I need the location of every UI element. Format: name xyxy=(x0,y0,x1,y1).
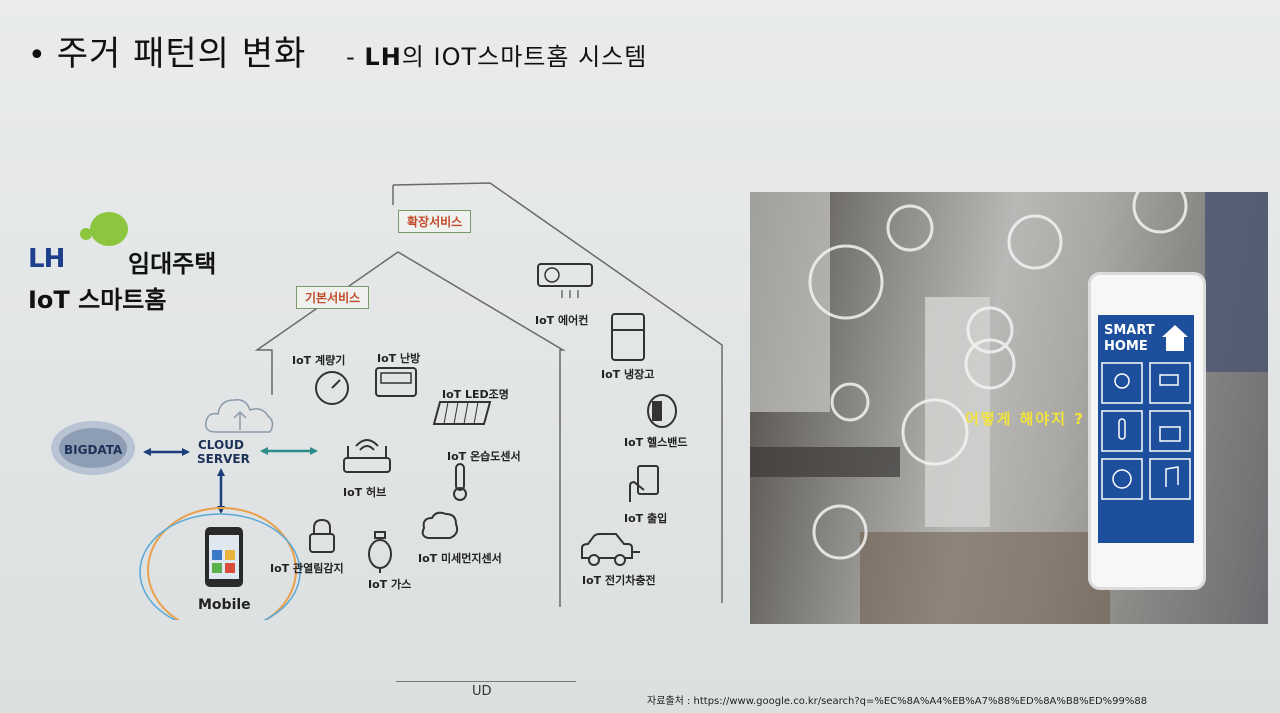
mobile-label: Mobile xyxy=(198,597,251,613)
healthband-icon xyxy=(644,392,680,430)
title-lh: LH xyxy=(364,43,401,71)
label-ev: IoT 전기차충전 xyxy=(582,572,656,588)
gas-valve-icon xyxy=(366,530,394,574)
home-icon xyxy=(1160,323,1190,353)
footer-divider xyxy=(396,681,576,682)
led-panel-icon xyxy=(432,400,492,426)
title-dash: - xyxy=(346,43,356,71)
cloud-label-1: CLOUD xyxy=(198,438,244,452)
slide-title: • 주거 패턴의 변화 - LH의 IOT스마트홈 시스템 xyxy=(28,26,647,75)
label-gas: IoT 가스 xyxy=(368,576,411,592)
entry-card-icon xyxy=(624,464,664,504)
smartphone-icon xyxy=(204,526,244,588)
footer-source: 자료출처 : https://www.google.co.kr/search?q… xyxy=(647,692,1147,707)
smart-line2: HOME xyxy=(1104,339,1148,354)
router-icon xyxy=(340,432,394,480)
footer-ud-label: UD xyxy=(472,684,492,699)
title-main: 주거 패턴의 변화 xyxy=(57,34,307,74)
label-aircon: IoT 에어컨 xyxy=(535,312,588,328)
label-lock: IoT 관열림감지 xyxy=(270,560,344,576)
overlay-question-text: 어떻게 해야지 ? ? xyxy=(965,408,1103,429)
bigdata-label: BIGDATA xyxy=(64,443,122,457)
smart-line1: SMART xyxy=(1104,323,1155,338)
heating-icon xyxy=(374,366,418,400)
ev-car-icon xyxy=(578,528,642,568)
tag-basic-service: 기본서비스 xyxy=(296,286,369,309)
title-rest: 의 IOT스마트홈 시스템 xyxy=(402,43,648,71)
aircon-icon xyxy=(536,260,594,302)
label-hub: IoT 허브 xyxy=(343,484,386,500)
cloud-label-2: SERVER xyxy=(197,452,250,466)
dust-sensor-icon xyxy=(420,508,460,544)
label-meter: IoT 계량기 xyxy=(292,352,345,368)
fridge-icon xyxy=(610,312,646,362)
title-bullet: • xyxy=(28,38,47,73)
thermometer-icon xyxy=(448,462,472,502)
tag-extended-service: 확장서비스 xyxy=(398,210,471,233)
label-heating: IoT 난방 xyxy=(377,350,420,366)
label-dust: IoT 미세먼지센서 xyxy=(418,550,502,566)
label-entry: IoT 출입 xyxy=(624,510,667,526)
label-fridge: IoT 냉장고 xyxy=(601,366,654,382)
smart-icons-grid xyxy=(1098,359,1194,539)
meter-icon xyxy=(312,368,352,408)
title-subtitle: - LH의 IOT스마트홈 시스템 xyxy=(346,43,647,71)
cloud-icon xyxy=(202,392,278,436)
label-health: IoT 헬스밴드 xyxy=(624,434,687,450)
lock-icon xyxy=(306,518,338,554)
